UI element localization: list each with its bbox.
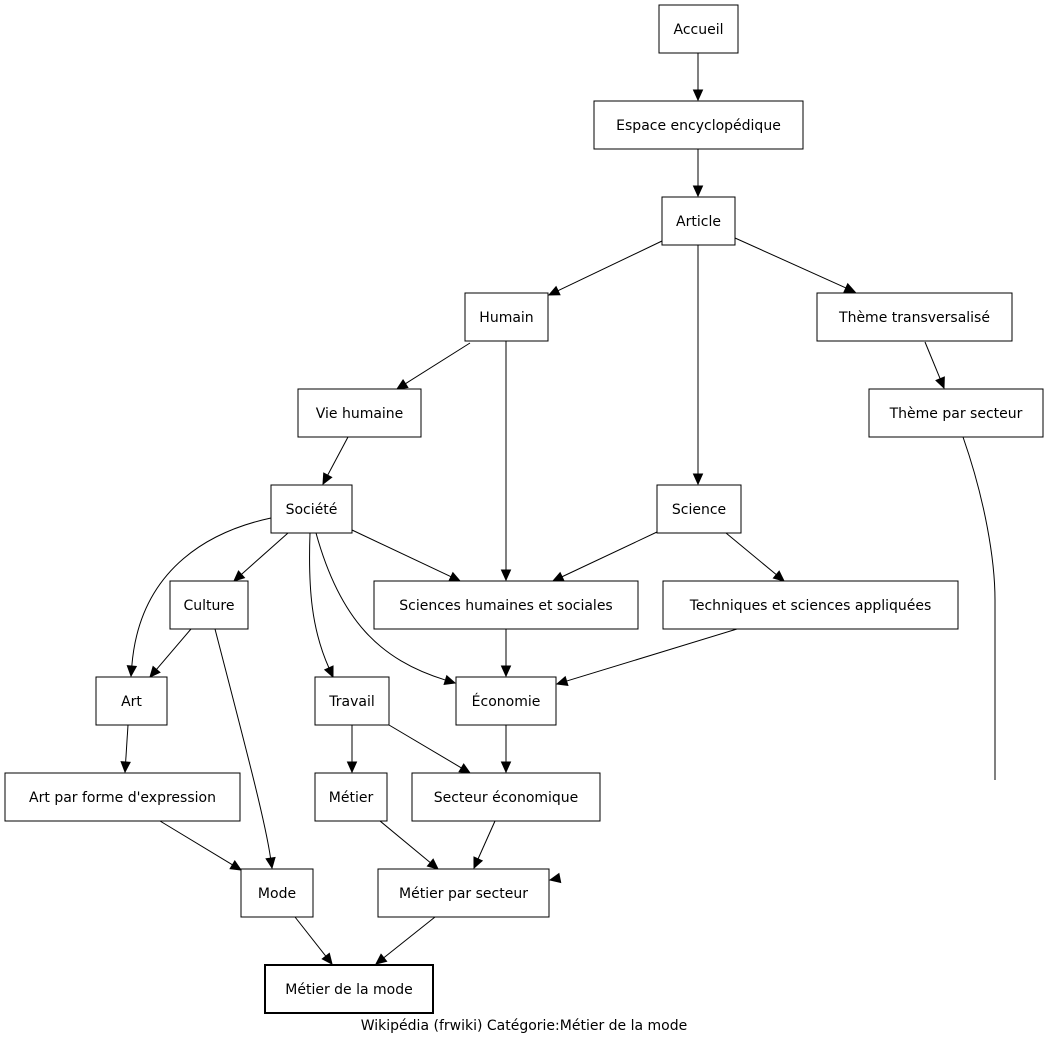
node-sciences-humaines: Sciences humaines et sociales [373,580,639,630]
node-theme-par-secteur: Thème par secteur [868,388,1044,438]
node-art: Art [95,676,168,726]
edge-humain-to-vie-humaine [395,342,471,390]
node-article: Article [661,196,736,246]
node-science: Science [656,484,742,534]
node-label: Travail [328,694,374,710]
node-label: Société [286,502,338,518]
edge-societe-to-economie [315,532,457,685]
edge-article-to-theme-transversalise [734,237,857,293]
node-box [464,292,549,342]
node-metier: Métier [314,772,388,822]
node-box [455,676,557,726]
node-humain: Humain [464,292,549,342]
node-label: Vie humaine [316,406,404,422]
edge-metier-par-secteur-to-metier-de-la-mode [375,916,436,965]
node-label: Espace encyclopédique [616,118,781,134]
node-secteur-economique: Secteur économique [411,772,601,822]
node-box [656,484,742,534]
node-label: Métier de la mode [285,982,412,998]
edge-culture-to-mode [214,628,276,870]
edge-travail-to-metier [346,725,358,774]
node-label: Humain [479,310,533,326]
node-label: Thème transversalisé [838,310,990,326]
edge-theme-transversalise-to-theme-par-secteur [924,341,945,390]
edge-techniques-to-economie [555,628,738,686]
node-techniques: Techniques et sciences appliquées [662,580,959,630]
node-box [658,4,739,54]
edge-secteur-economique-to-metier-par-secteur [473,820,496,870]
node-box [270,484,353,534]
node-box [411,772,601,822]
edge-article-to-science [692,245,704,486]
node-label: Métier par secteur [399,886,528,902]
node-travail: Travail [314,676,390,726]
edge-societe-to-art [126,517,272,678]
node-label: Culture [184,598,235,614]
edge-humain-to-sciences-humaines [500,341,512,582]
edge-societe-to-sciences-humaines [351,529,462,582]
edge-art-par-forme-to-mode [159,820,243,871]
node-theme-transversalise: Thème transversalisé [816,292,1013,342]
node-label: Art par forme d'expression [29,790,216,806]
node-box [297,388,422,438]
edge-science-to-techniques [725,532,785,582]
node-box [95,676,168,726]
node-label: Accueil [674,22,724,38]
node-box [169,580,249,630]
node-accueil: Accueil [658,4,739,54]
edge-theme-par-secteur-to-metier-par-secteur [548,436,996,884]
node-label: Métier [329,790,374,806]
edge-culture-to-art [149,628,192,678]
node-box [816,292,1013,342]
node-label: Secteur économique [434,790,579,806]
edge-accueil-to-espace [692,53,704,102]
node-box [264,964,434,1014]
node-label: Science [672,502,726,518]
node-box [314,772,388,822]
edge-sciences-humaines-to-economie [500,629,512,678]
node-espace: Espace encyclopédique [593,100,804,150]
node-box [4,772,241,822]
edge-mode-to-metier-de-la-mode [294,916,333,965]
edge-vie-humaine-to-societe [322,436,349,486]
edge-espace-to-article [692,149,704,198]
node-label: Mode [258,886,296,902]
node-label: Article [676,214,721,230]
node-box [373,580,639,630]
node-metier-de-la-mode: Métier de la mode [264,964,434,1014]
node-art-par-forme: Art par forme d'expression [4,772,241,822]
node-label: Économie [472,693,541,710]
node-label: Thème par secteur [889,406,1023,422]
graph-caption: Wikipédia (frwiki) Catégorie:Métier de l… [361,1018,687,1034]
edge-societe-to-culture [233,532,289,582]
node-label: Sciences humaines et sociales [399,598,612,614]
node-economie: Économie [455,676,557,726]
node-label: Art [121,694,142,710]
node-mode: Mode [240,868,314,918]
node-vie-humaine: Vie humaine [297,388,422,438]
node-box [868,388,1044,438]
node-culture: Culture [169,580,249,630]
edge-art-to-art-par-forme [120,724,131,774]
edge-societe-to-travail [309,532,334,679]
edge-science-to-sciences-humaines [551,531,658,582]
node-metier-par-secteur: Métier par secteur [377,868,550,918]
edge-article-to-humain [547,240,663,296]
edge-metier-to-metier-par-secteur [379,820,439,870]
edge-travail-to-secteur-economique [388,724,472,774]
node-box [377,868,550,918]
node-societe: Société [270,484,353,534]
node-label: Techniques et sciences appliquées [689,598,932,614]
node-box [662,580,959,630]
edge-economie-to-secteur-economique [500,725,512,774]
node-box [593,100,804,150]
node-box [240,868,314,918]
node-box [661,196,736,246]
node-box [314,676,390,726]
